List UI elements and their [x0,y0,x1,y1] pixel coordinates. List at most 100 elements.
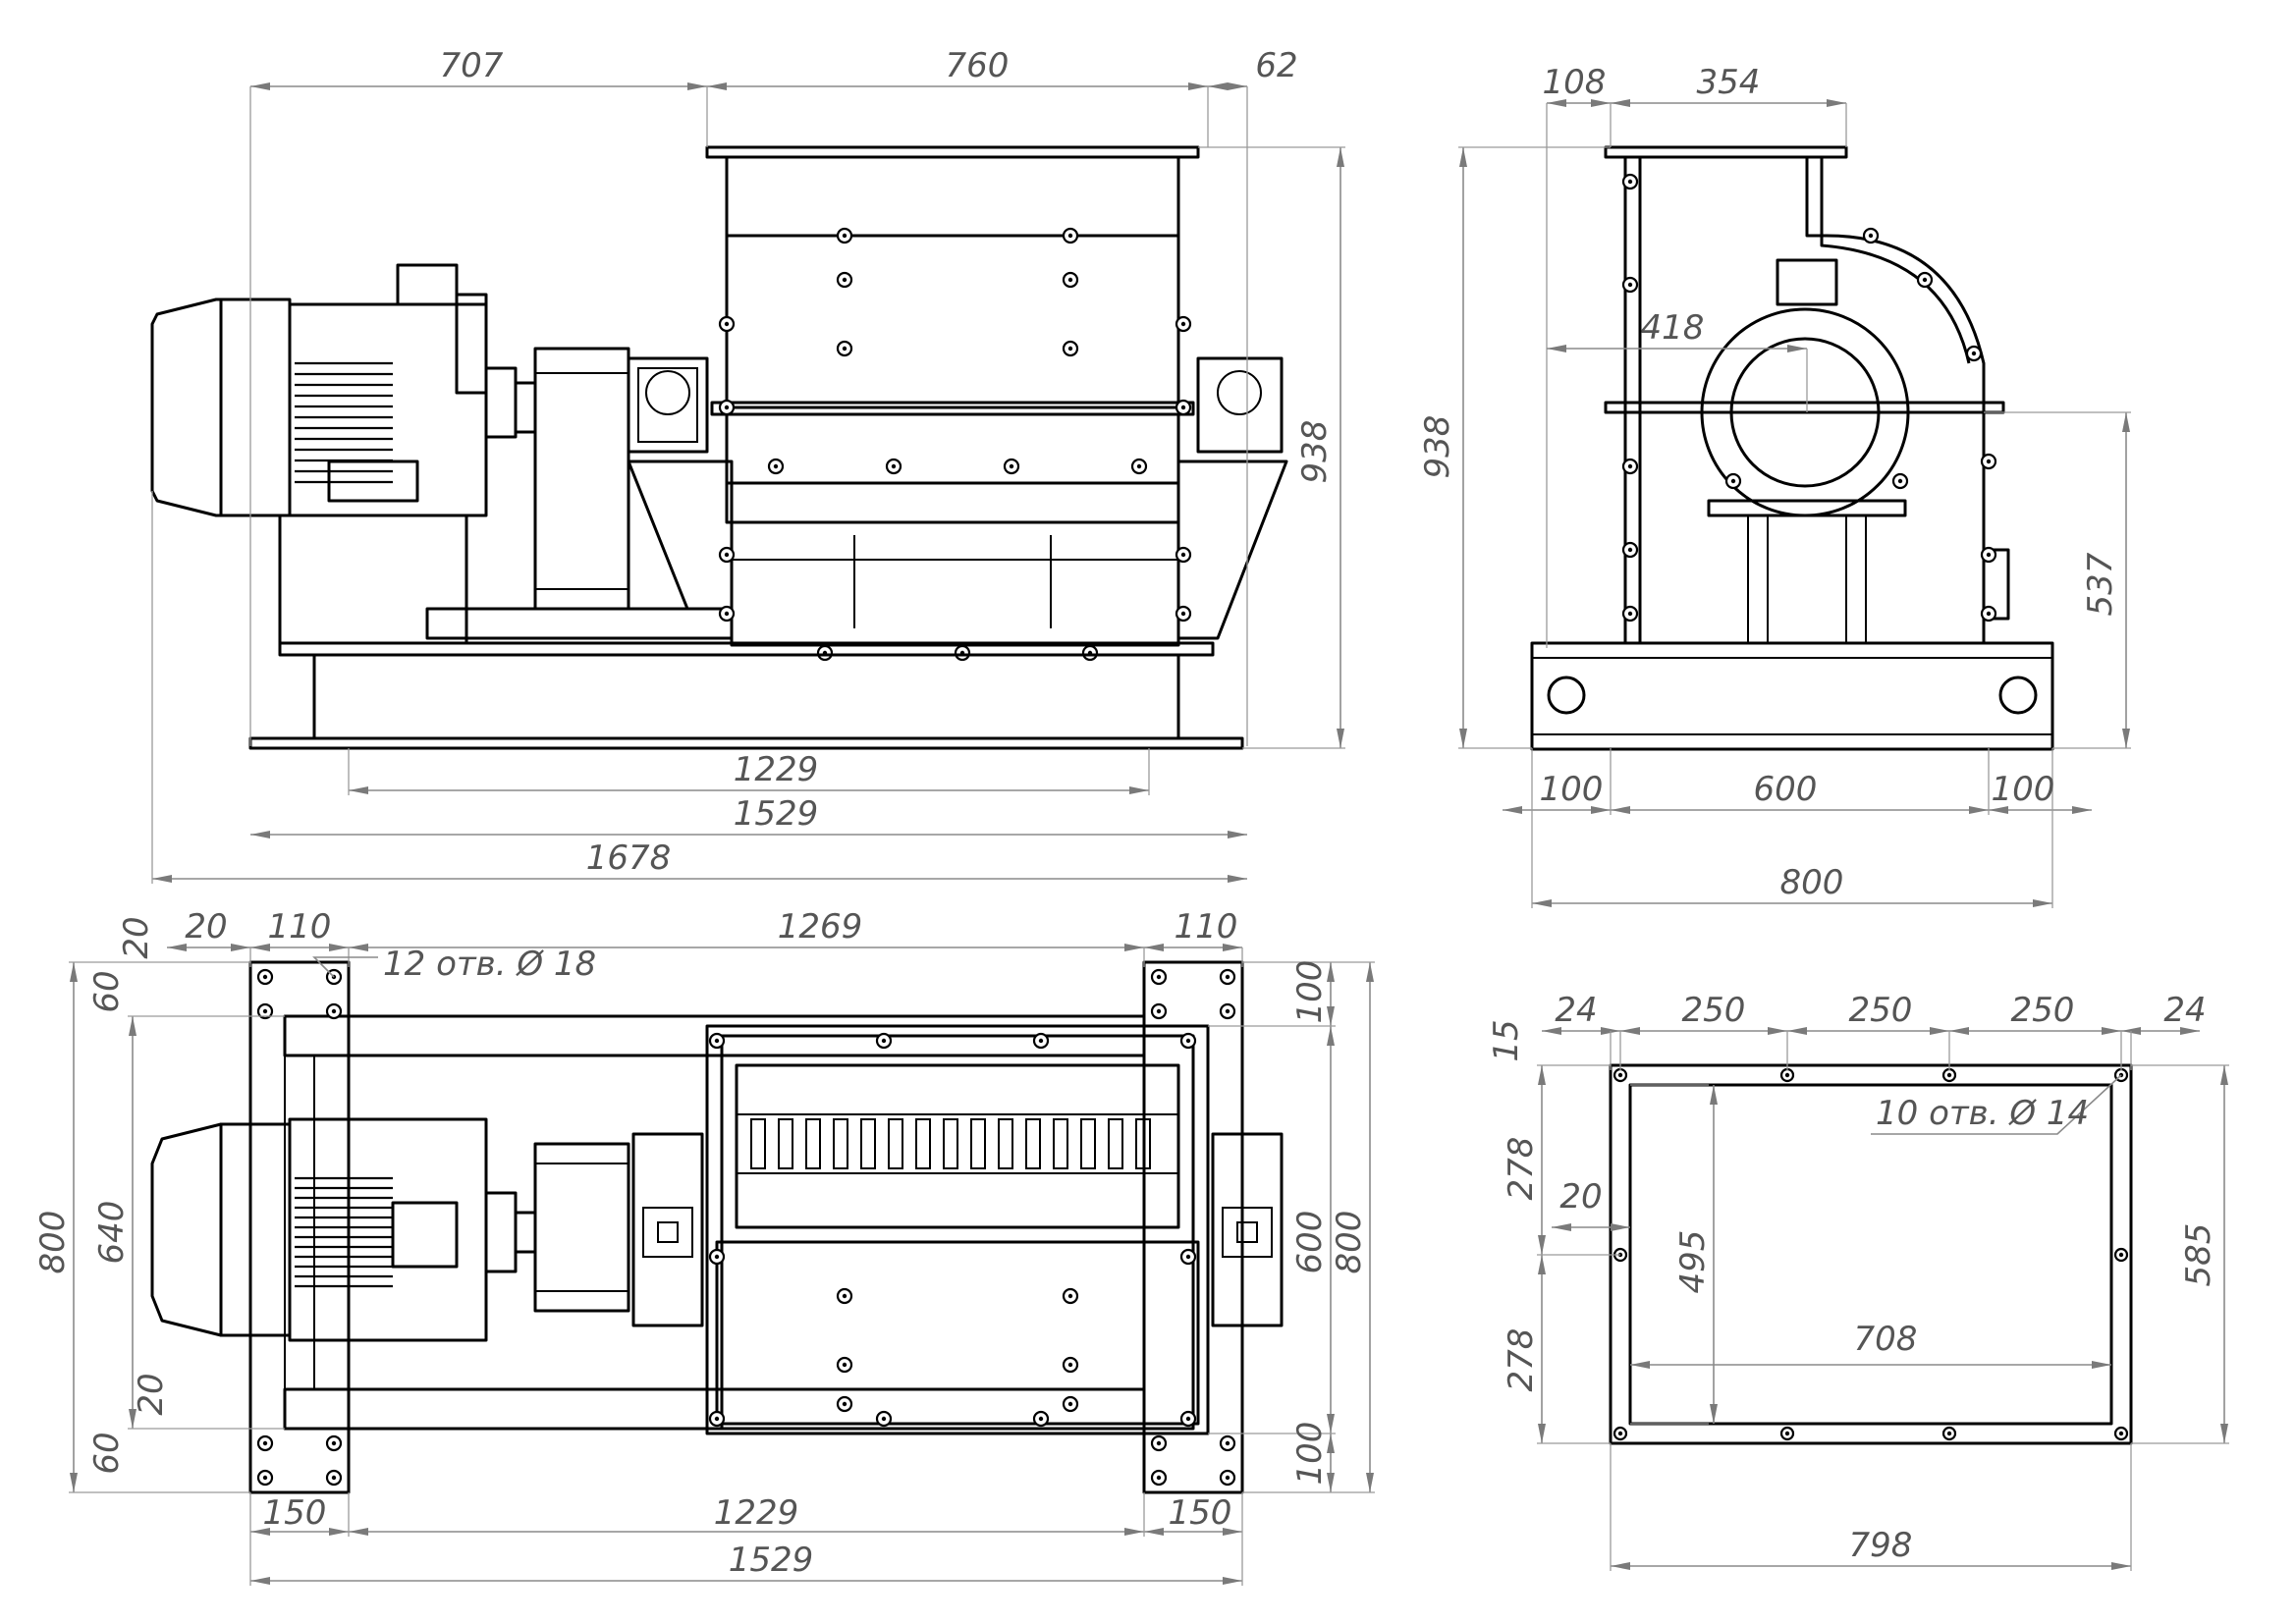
dim-640: 640 [92,1201,132,1265]
bolt-center [1067,1401,1073,1407]
top-view [150,960,1284,1494]
dim-15: 15 [1487,1019,1526,1061]
bolt-center [724,611,730,617]
hammer [888,1118,903,1169]
dim-938-side: 938 [1418,415,1457,479]
bolt-center [2118,1431,2124,1436]
hammer [1080,1118,1096,1169]
dim-60-bottom: 60 [87,1432,127,1474]
bolt-center [1986,611,1992,617]
bolt-center [1180,321,1186,327]
dim-110-left: 110 [268,907,332,947]
bolt-center [1627,282,1633,288]
bolt-center [724,405,730,410]
dim-250-c: 250 [2011,991,2075,1030]
bolt-center [1009,463,1014,469]
bolt-center [881,1416,887,1422]
dim-800-right: 800 [1330,1211,1369,1274]
bolt-center [1185,1038,1191,1044]
hammer [1135,1118,1151,1169]
dim-20-top2: 20 [185,907,227,947]
bolt-center [1730,478,1736,484]
bolt-center [1897,478,1903,484]
hammer [970,1118,986,1169]
coupling-front [425,347,734,640]
bolt-center [1225,1008,1230,1014]
bolt-center [1180,405,1186,410]
dim-495: 495 [1673,1230,1713,1294]
bolt-center [714,1254,720,1260]
motor-front [150,263,537,645]
dim-1269: 1269 [778,907,863,947]
bolt-center [1784,1072,1790,1078]
side-view [1530,145,2054,751]
bolt-center [1156,1440,1162,1446]
bolt-center [1067,1293,1073,1299]
bolt-center [1627,179,1633,185]
hammer [915,1118,931,1169]
dimension-lines [69,82,2229,1586]
bearing-left-front [627,356,709,454]
dim-800-side: 800 [1780,863,1844,902]
bolt-center [262,1440,268,1446]
bolt-center [262,1475,268,1481]
dim-24-left: 24 [1555,991,1597,1030]
front-view [150,145,1288,750]
hammer [1025,1118,1041,1169]
bolt-center [724,321,730,327]
bolt-center [331,1440,337,1446]
dim-20-flange: 20 [1559,1177,1602,1217]
bolt-center [842,1362,847,1368]
bolt-center [1225,1440,1230,1446]
dim-1229-top: 1229 [714,1493,799,1533]
bolt-center [1156,1475,1162,1481]
bearing-right-front [1196,356,1284,454]
bolt-center [1971,351,1977,356]
bolt-center [881,1038,887,1044]
crusher-housing-front [627,145,1288,662]
bolt-center [1627,463,1633,469]
dim-100-left: 100 [1540,770,1604,809]
bolt-center [1225,974,1230,980]
bolt-center [1038,1038,1044,1044]
dim-100-bottom-right: 100 [1290,1422,1330,1486]
leader-line [312,956,378,978]
bolt-center [1067,1362,1073,1368]
bolt-center [1617,1431,1623,1436]
hammer [833,1118,848,1169]
bolt-center [891,463,897,469]
bolt-center [1986,552,1992,558]
dim-708: 708 [1854,1320,1918,1359]
hammer [750,1118,766,1169]
dim-800-left: 800 [33,1211,73,1274]
bolt-center [1225,1475,1230,1481]
dim-600-side: 600 [1754,770,1818,809]
bolt-center [331,1008,337,1014]
bolt-center [1946,1072,1952,1078]
bolt-center [842,233,847,239]
bolt-center [1627,547,1633,553]
bolt-center [1784,1431,1790,1436]
dim-760: 760 [946,46,1010,85]
bolt-center [262,1008,268,1014]
dim-150-left: 150 [263,1493,327,1533]
dim-707: 707 [440,46,504,85]
bolt-center [1180,552,1186,558]
bolt-center [1180,611,1186,617]
dim-798: 798 [1849,1526,1913,1565]
bolt-center [842,277,847,283]
dim-600-top: 600 [1290,1211,1330,1274]
dim-100-right: 100 [1992,770,2055,809]
dim-938-front: 938 [1295,420,1335,484]
bolt-center [1627,611,1633,617]
hammer [805,1118,821,1169]
dim-418: 418 [1641,308,1705,348]
dim-108: 108 [1543,63,1607,102]
bolt-center [331,1475,337,1481]
dim-60-top: 60 [87,970,127,1012]
dim-1229-front: 1229 [734,750,819,789]
dim-62: 62 [1255,46,1297,85]
hammer [860,1118,876,1169]
bolt-center [262,974,268,980]
